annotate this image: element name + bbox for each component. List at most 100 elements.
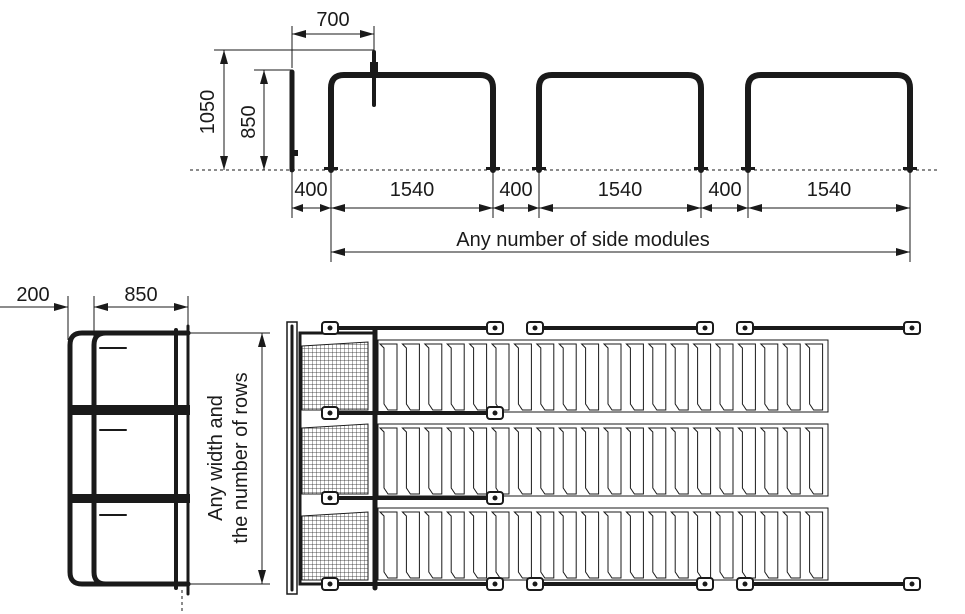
end-post-bracket xyxy=(293,150,298,156)
side-elevation: 700 1050 850 400 1540 400 1540 400 1540 xyxy=(190,9,940,262)
step-tread xyxy=(625,343,644,411)
step-tread xyxy=(513,427,532,495)
step-tread xyxy=(692,427,712,495)
foot-plate-bolt xyxy=(327,410,333,416)
step-tread xyxy=(580,427,600,495)
step-tread xyxy=(714,427,734,495)
module-label-3: 1540 xyxy=(807,179,852,201)
step-tread xyxy=(759,511,779,579)
end-frame-inner xyxy=(91,330,191,587)
dim-chain-arrows xyxy=(292,204,910,212)
step-tread xyxy=(714,511,734,579)
step-tread xyxy=(781,343,801,411)
step-tread xyxy=(401,511,420,579)
step-rows xyxy=(377,339,829,581)
step-tread xyxy=(490,511,510,579)
step-tread xyxy=(423,511,443,579)
foot-plate-bolt xyxy=(742,325,748,331)
any-width-note-line2: the number of rows xyxy=(230,372,252,543)
end-frame-outer xyxy=(67,330,191,587)
step-tread xyxy=(602,343,622,411)
step-tread xyxy=(445,343,465,411)
arch-feet xyxy=(324,167,917,170)
step-tread xyxy=(625,427,644,495)
rail-foot-plates xyxy=(321,321,921,591)
step-tread xyxy=(580,343,600,411)
step-tread xyxy=(401,343,420,411)
step-row-2 xyxy=(377,423,829,497)
foot-plate-bolt xyxy=(742,581,748,587)
foot-plate-bolt xyxy=(702,325,708,331)
module-label-1: 1540 xyxy=(390,179,435,201)
step-tread xyxy=(535,343,555,411)
step-tread xyxy=(535,511,555,579)
step-tread xyxy=(692,511,712,579)
step-tread xyxy=(445,511,465,579)
foot-plate-bolt xyxy=(492,495,498,501)
handrail-arch-1 xyxy=(328,72,496,173)
dim-700-label: 700 xyxy=(316,9,349,31)
step-tread xyxy=(557,511,577,579)
step-tread xyxy=(602,511,622,579)
step-tread xyxy=(557,343,577,411)
step-tread xyxy=(513,511,532,579)
dim-200-label: 200 xyxy=(16,284,49,306)
foot-plate-bolt xyxy=(532,325,538,331)
any-width-note-line1: Any width and xyxy=(205,395,227,521)
step-tread xyxy=(714,343,734,411)
foot-plate-bolt xyxy=(909,325,915,331)
step-tread xyxy=(468,511,488,579)
step-row-3 xyxy=(377,507,829,581)
mesh-platform-2 xyxy=(301,423,369,495)
step-tread xyxy=(737,343,756,411)
step-tread xyxy=(513,343,532,411)
foot-plate-bolt xyxy=(492,410,498,416)
step-tread xyxy=(692,343,712,411)
step-tread xyxy=(737,427,756,495)
side-modules-note: Any number of side modules xyxy=(456,229,709,251)
step-tread xyxy=(737,511,756,579)
mesh-platform-1 xyxy=(301,341,369,411)
step-tread xyxy=(468,427,488,495)
plan-rails xyxy=(328,326,914,586)
end-crossbar-2 xyxy=(70,494,190,503)
step-row-1 xyxy=(377,339,829,413)
foot-plate-bolt xyxy=(909,581,915,587)
plan-view xyxy=(286,321,921,595)
step-tread xyxy=(602,427,622,495)
dim-850-end-label: 850 xyxy=(124,284,157,306)
step-tread xyxy=(759,343,779,411)
step-tread xyxy=(804,511,824,579)
foot-plate-bolt xyxy=(492,581,498,587)
step-tread xyxy=(759,427,779,495)
step-tread xyxy=(378,427,398,495)
step-tread xyxy=(580,511,600,579)
dim-850-label: 850 xyxy=(238,105,260,138)
step-tread xyxy=(804,427,824,495)
module-label-2: 1540 xyxy=(598,179,643,201)
end-view: 200 850 Any width and the number of rows xyxy=(0,284,270,612)
step-tread xyxy=(647,343,667,411)
step-tread xyxy=(490,427,510,495)
foot-plate-bolt xyxy=(327,581,333,587)
mesh-platform-3 xyxy=(301,511,369,581)
step-tread xyxy=(647,427,667,495)
handrail-arch-2 xyxy=(536,72,704,173)
step-tread xyxy=(669,427,689,495)
step-tread xyxy=(669,511,689,579)
gap-label-1: 400 xyxy=(294,179,327,201)
step-tread xyxy=(378,511,398,579)
step-tread xyxy=(625,511,644,579)
step-tread xyxy=(557,427,577,495)
step-tread xyxy=(468,343,488,411)
foot-plate-bolt xyxy=(327,325,333,331)
step-tread xyxy=(445,427,465,495)
gap-label-3: 400 xyxy=(708,179,741,201)
pole-cap xyxy=(370,62,378,74)
step-tread xyxy=(781,511,801,579)
foot-plate-bolt xyxy=(492,325,498,331)
step-tread xyxy=(378,343,398,411)
handrail-arch-3 xyxy=(745,72,913,173)
end-crossbar-1 xyxy=(70,405,190,415)
